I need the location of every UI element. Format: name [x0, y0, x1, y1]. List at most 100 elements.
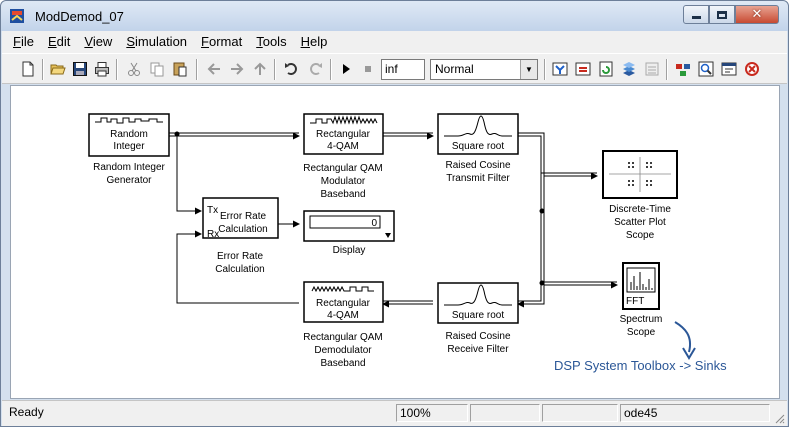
scatter-label-1: Discrete-Time [609, 204, 671, 215]
error-rate-inner-1: Error Rate [220, 211, 267, 222]
rc-transmit-filter-block[interactable]: Square root Raised Cosine Transmit Filte… [437, 113, 519, 184]
forward-button[interactable] [227, 59, 247, 79]
spectrum-label-1: Spectrum [620, 314, 663, 325]
explorer-button[interactable] [719, 59, 739, 79]
close-button[interactable]: ✕ [735, 5, 779, 24]
simulation-mode-value: Normal [435, 62, 474, 76]
save-button[interactable] [70, 59, 90, 79]
library-icon [623, 62, 635, 76]
stop-time-field[interactable]: inf [381, 59, 425, 80]
branch-point [174, 131, 180, 137]
resize-grip-icon[interactable] [773, 412, 785, 424]
qam-mod-inner-1: Rectangular [316, 129, 371, 140]
new-file-button[interactable] [18, 59, 38, 79]
random-integer-inner-2: Integer [113, 141, 145, 152]
menu-view[interactable]: View [84, 34, 113, 49]
minimize-button[interactable] [683, 5, 709, 24]
open-button[interactable] [48, 59, 68, 79]
model-canvas[interactable]: Random Integer Random Integer Generator … [10, 85, 780, 399]
menu-format[interactable]: Format [201, 34, 243, 49]
redo-icon [310, 63, 322, 75]
redo-button[interactable] [305, 59, 325, 79]
simulink-app-icon [10, 9, 24, 23]
toolbar-separator [274, 59, 276, 80]
signal-lines [169, 132, 618, 308]
open-folder-icon [50, 64, 66, 75]
error-rate-tx-port: Tx [207, 205, 218, 216]
debug-button[interactable] [642, 59, 662, 79]
cut-button[interactable] [124, 59, 144, 79]
error-rate-inner-2: Calculation [218, 224, 267, 235]
qam-demod-label-2: Demodulator [314, 345, 372, 356]
qam-modulator-block[interactable]: Rectangular 4-QAM Rectangular QAM Modula… [303, 113, 384, 200]
simulation-mode-select[interactable]: Normal ▼ [430, 59, 538, 80]
undo-button[interactable] [282, 59, 302, 79]
minimize-icon [691, 16, 701, 19]
update-icon [575, 62, 591, 76]
status-field-empty [542, 404, 618, 422]
scatter-plot-scope-block[interactable]: Discrete-Time Scatter Plot Scope [602, 150, 678, 241]
menu-edit[interactable]: Edit [47, 34, 71, 49]
close-icon: ✕ [751, 7, 763, 22]
zoom-button[interactable] [696, 59, 716, 79]
library-button[interactable] [619, 59, 639, 79]
save-icon [73, 62, 87, 76]
maximize-button[interactable] [709, 5, 735, 24]
config-icon [745, 62, 759, 76]
back-icon [207, 63, 220, 75]
up-button[interactable] [250, 59, 270, 79]
scatter-label-3: Scope [626, 230, 655, 241]
spectrum-scope-block[interactable]: FFT Spectrum Scope [620, 262, 663, 338]
stop-button[interactable] [358, 59, 378, 79]
refresh-icon [599, 61, 613, 77]
branch-point [539, 280, 545, 286]
qam-mod-label-1: Rectangular QAM [303, 163, 382, 174]
build-button[interactable] [550, 59, 570, 79]
print-button[interactable] [92, 59, 112, 79]
menu-tools[interactable]: Tools [256, 34, 287, 49]
status-solver: ode45 [620, 404, 770, 422]
rc-receive-filter-block[interactable]: Square root Raised Cosine Receive Filter [437, 282, 519, 355]
copy-icon [150, 62, 164, 77]
random-integer-label-1: Random Integer [93, 162, 165, 173]
qam-demod-inner-1: Rectangular [316, 298, 371, 309]
status-bar: Ready 100% ode45 [2, 400, 787, 426]
update-button[interactable] [573, 59, 593, 79]
back-button[interactable] [204, 59, 224, 79]
print-icon [95, 62, 109, 77]
menu-bar: File Edit View Simulation Format Tools H… [2, 31, 787, 53]
block-diagram: Random Integer Random Integer Generator … [88, 113, 727, 373]
play-button[interactable] [336, 59, 356, 79]
random-integer-label-2: Generator [106, 175, 152, 186]
qam-demod-label-3: Baseband [320, 358, 365, 369]
cut-icon [128, 62, 140, 76]
stop-icon [365, 66, 371, 72]
toolbar-separator [666, 59, 668, 80]
annotation-arrow-icon [674, 321, 691, 353]
display-value: 0 [371, 218, 377, 229]
display-block[interactable]: 0 Display [303, 210, 395, 256]
debug-icon [645, 62, 659, 76]
model-explorer-button[interactable] [673, 59, 693, 79]
menu-file[interactable]: File [13, 34, 34, 49]
toolbar-separator [196, 59, 198, 80]
chevron-down-icon[interactable]: ▼ [520, 60, 537, 79]
config-button[interactable] [742, 59, 762, 79]
qam-demodulator-block[interactable]: Rectangular 4-QAM Rectangular QAM Demodu… [303, 281, 384, 369]
toolbar-separator [42, 59, 44, 80]
spectrum-inner: FFT [626, 296, 644, 307]
refresh-button[interactable] [596, 59, 616, 79]
paste-button[interactable] [170, 59, 190, 79]
copy-button[interactable] [147, 59, 167, 79]
display-dropdown-icon [385, 233, 391, 238]
menu-help[interactable]: Help [300, 34, 328, 49]
error-rate-calculation-block[interactable]: Tx Rx Error Rate Calculation Error Rate … [202, 197, 279, 275]
rc-tx-label-2: Transmit Filter [446, 173, 510, 184]
menu-simulation[interactable]: Simulation [126, 34, 188, 49]
build-icon [552, 62, 568, 76]
up-icon [254, 62, 266, 75]
rc-tx-label-1: Raised Cosine [445, 160, 510, 171]
status-ready: Ready [9, 405, 44, 419]
random-integer-block[interactable]: Random Integer Random Integer Generator [88, 113, 170, 186]
toolbar-separator [116, 59, 118, 80]
